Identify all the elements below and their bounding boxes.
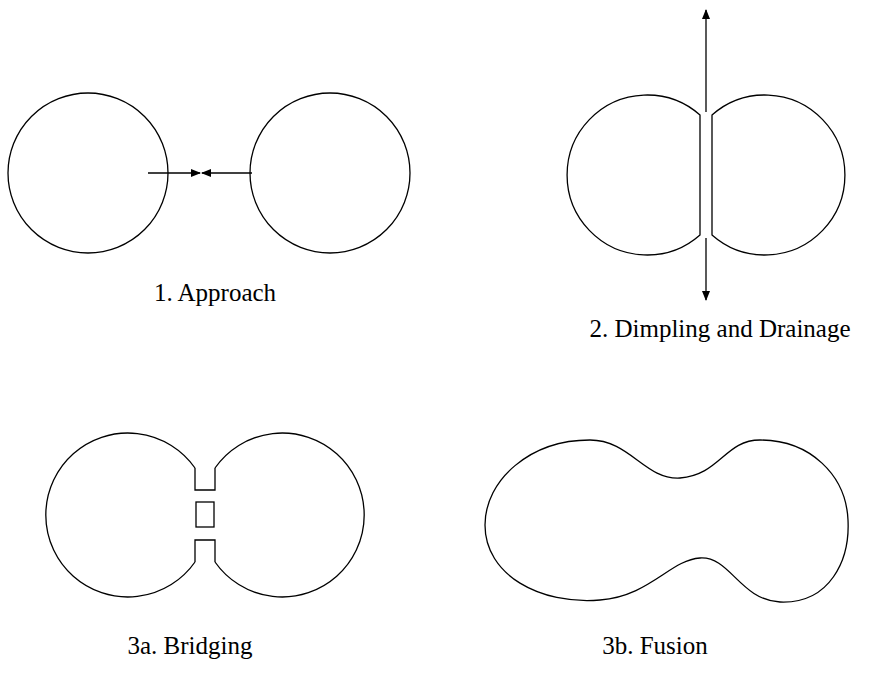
approach-arrow bbox=[202, 172, 252, 173]
fused-droplet bbox=[485, 440, 848, 602]
flattened-droplet bbox=[712, 95, 845, 255]
flattened-droplet bbox=[567, 95, 700, 255]
droplet bbox=[8, 93, 168, 253]
stage-caption: 3b. Fusion bbox=[602, 632, 708, 660]
bridging-droplet bbox=[215, 433, 364, 597]
stage-caption: 1. Approach bbox=[154, 279, 276, 307]
approach-arrow bbox=[148, 172, 200, 173]
film-fragment bbox=[196, 502, 214, 527]
bridging-droplet bbox=[46, 433, 195, 597]
stage-caption: 3a. Bridging bbox=[128, 632, 253, 660]
drainage-arrow bbox=[705, 238, 706, 300]
droplet bbox=[250, 93, 410, 253]
drainage-arrow bbox=[705, 10, 706, 112]
film-bridge bbox=[195, 540, 215, 562]
film-bridge bbox=[195, 468, 215, 490]
stage-caption: 2. Dimpling and Drainage bbox=[589, 315, 850, 343]
